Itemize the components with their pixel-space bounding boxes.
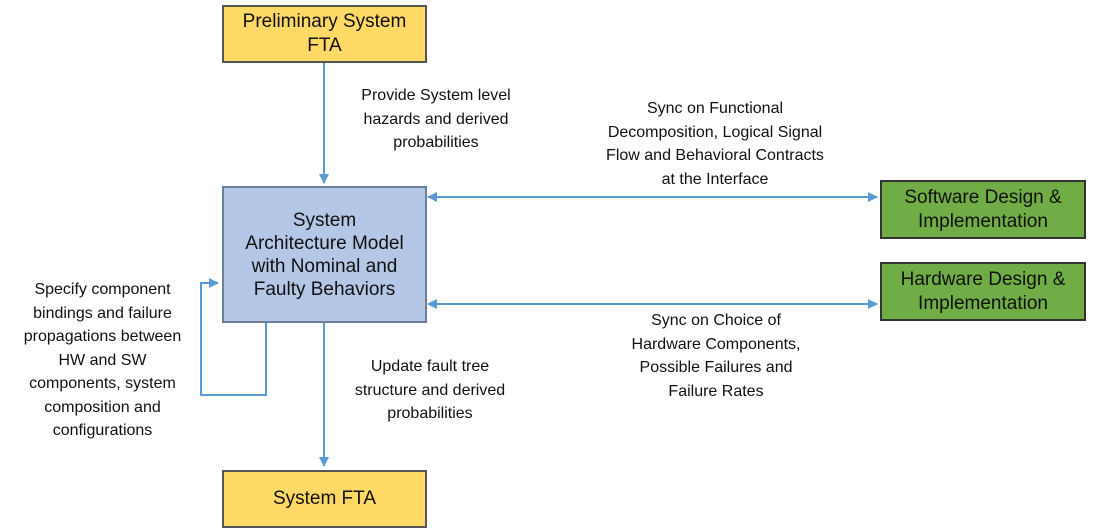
arrow-self-loop bbox=[200, 278, 267, 396]
label-sync-functional: Sync on Functional Decomposition, Logica… bbox=[606, 100, 824, 188]
system-fta-box: System FTA bbox=[222, 470, 427, 528]
label-specify-bindings: Specify component bindings and failure p… bbox=[23, 281, 182, 439]
label-update-fault-tree: Update fault tree structure and derived … bbox=[354, 358, 506, 422]
label-sync-hardware: Sync on Choice of Hardware Components, P… bbox=[631, 312, 801, 400]
system-architecture-model-box: System Architecture Model with Nominal a… bbox=[222, 186, 427, 323]
label-provide-hazards: Provide System level hazards and derived… bbox=[361, 87, 511, 151]
software-design-box: Software Design & Implementation bbox=[880, 180, 1086, 239]
preliminary-system-fta-box: Preliminary System FTA bbox=[222, 5, 427, 63]
hardware-design-box: Hardware Design & Implementation bbox=[880, 262, 1086, 321]
